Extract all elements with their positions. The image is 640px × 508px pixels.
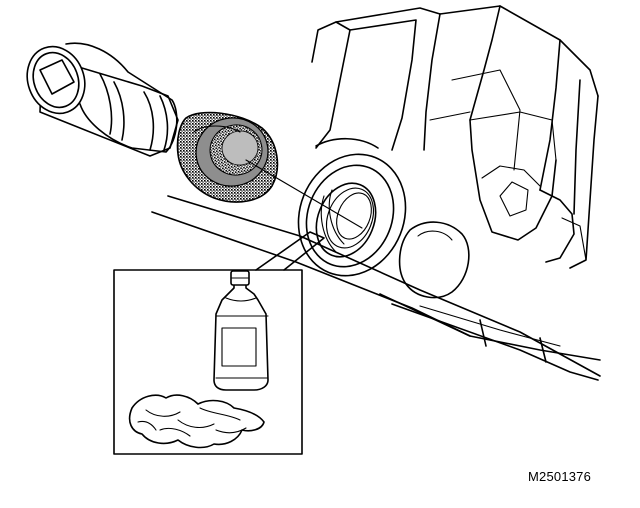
alignment-line <box>245 159 363 229</box>
shop-rag-icon <box>128 394 265 449</box>
callout-box <box>113 231 325 455</box>
figure-code: M2501376 <box>528 469 592 484</box>
engine-housing <box>151 5 601 381</box>
oil-bottle-icon <box>213 270 269 391</box>
socket-wrench-icon <box>26 42 179 157</box>
oil-seal-icon <box>176 111 279 203</box>
